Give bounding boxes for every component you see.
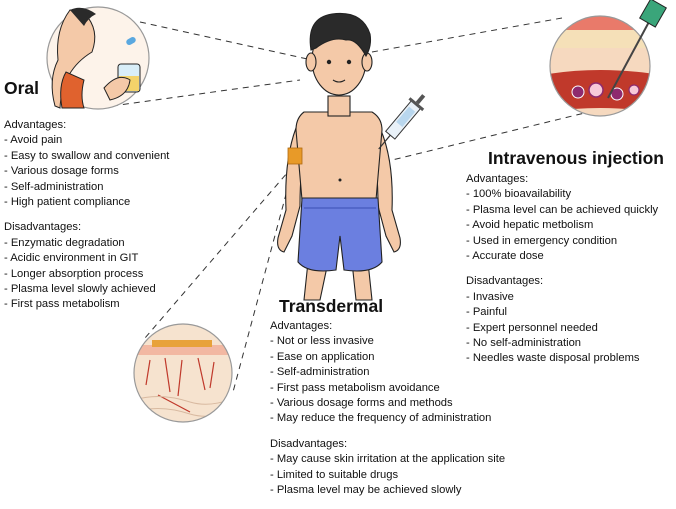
list-item: - Plasma level can be achieved quickly [466, 203, 659, 216]
list-item: - Avoid hepatic metbolism [466, 219, 594, 232]
patch-icon [287, 147, 303, 165]
skin-crosssection-icon [133, 323, 233, 423]
intravenous-disadvantages-label: Disadvantages: [466, 275, 544, 288]
drinking-person-icon [46, 6, 150, 110]
list-item: - Accurate dose [466, 249, 544, 262]
list-item: - Self-administration [4, 180, 104, 193]
list-item: - Needles waste disposal problems [466, 352, 640, 365]
list-item: - First pass metabolism avoidance [270, 381, 440, 394]
list-item: - Invasive [466, 290, 514, 303]
spacer [466, 264, 658, 274]
oral-disadvantages-label: Disadvantages: [4, 221, 82, 234]
list-item: - Self-administration [270, 366, 370, 379]
oral-title: Oral [4, 78, 40, 98]
list-item: - Various dosage forms [4, 165, 119, 178]
list-item: - Avoid pain [4, 134, 63, 147]
transdermal-text-block: Advantages: - Not or less invasive - Eas… [270, 319, 505, 498]
list-item: - Limited to suitable drugs [270, 468, 399, 481]
intravenous-text-block: Advantages: - 100% bioavailability - Pla… [466, 172, 658, 367]
vein-crosssection-icon [549, 0, 667, 117]
list-item: - Easy to swallow and convenient [4, 149, 170, 162]
list-item: - Acidic environment in GIT [4, 252, 139, 265]
list-item: - Used in emergency condition [466, 234, 618, 247]
list-item: - Longer absorption process [4, 267, 144, 280]
list-item: - Ease on application [270, 350, 375, 363]
list-item: - High patient compliance [4, 195, 131, 208]
transdermal-advantages-label: Advantages: [270, 320, 333, 332]
spacer [270, 427, 505, 437]
list-item: - No self-administration [466, 336, 582, 349]
connector-lines [111, 17, 606, 393]
list-item: - Painful [466, 306, 508, 319]
list-item: - Not or less invasive [270, 335, 374, 348]
intravenous-title: Intravenous injection [488, 148, 664, 168]
syringe-icon [378, 94, 426, 150]
list-item: - May cause skin irritation at the appli… [270, 453, 506, 466]
list-item: - Various dosage forms and methods [270, 396, 453, 409]
spacer [4, 210, 169, 220]
transdermal-disadvantages-label: Disadvantages: [270, 437, 348, 450]
list-item: - Enzymatic degradation [4, 236, 125, 249]
list-item: - First pass metabolism [4, 298, 120, 311]
list-item: - Plasma level may be achieved slowly [270, 483, 462, 496]
list-item: - May reduce the frequency of administra… [270, 412, 492, 425]
list-item: - Plasma level slowly achieved [4, 282, 156, 295]
intravenous-advantages-label: Advantages: [466, 173, 529, 185]
list-item: - Expert personnel needed [466, 321, 598, 334]
oral-text-block: Advantages: - Avoid pain - Easy to swall… [4, 118, 169, 313]
oral-advantages-label: Advantages: [4, 119, 67, 131]
boy-figure [277, 12, 401, 301]
list-item: - 100% bioavailability [466, 188, 572, 201]
transdermal-title: Transdermal [279, 296, 384, 316]
